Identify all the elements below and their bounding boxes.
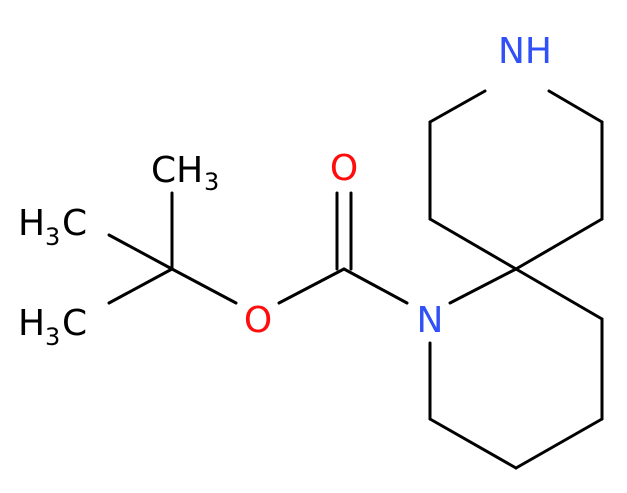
methyl-top-sub: 3 xyxy=(204,168,219,196)
bond-quat-c-methyl-left-lower xyxy=(107,267,174,305)
methyl-top-label: CH 3 xyxy=(151,150,219,196)
atom-labels: NH N O O CH 3 H 3 C H 3 C xyxy=(18,31,552,351)
atom-label-nh: NH xyxy=(498,31,552,72)
methyl-left-lower-tail: C xyxy=(62,303,87,344)
bond-spiro-c-lower-right xyxy=(514,267,604,321)
bond-carbonyl-c-o-ester xyxy=(277,267,346,305)
bond-spiro-c-left-lower xyxy=(428,217,518,271)
bond-c-bottom-c-left-bottom xyxy=(428,417,518,470)
bond-c-left-nh xyxy=(428,89,487,124)
methyl-left-lower-main: H xyxy=(18,303,45,344)
bond-n-carbonyl-c xyxy=(342,267,409,305)
bond-n-spiro xyxy=(448,267,518,305)
bond-o-ester-quat-c xyxy=(170,267,238,305)
methyl-top-main: CH xyxy=(151,150,203,191)
bond-c-right-bottom-c-bottom xyxy=(514,417,604,470)
methyl-left-upper-sub: 3 xyxy=(45,223,60,251)
methyl-left-upper-label: H 3 C xyxy=(18,203,87,251)
methyl-left-lower-label: H 3 C xyxy=(18,303,87,351)
bond-nh-c-right xyxy=(547,89,604,124)
methyl-left-upper-tail: C xyxy=(62,203,87,244)
atom-label-n-carbamate: N xyxy=(417,300,444,341)
atom-label-o-carbonyl: O xyxy=(330,148,358,189)
bond-quat-c-methyl-left-upper xyxy=(107,233,174,271)
bond-c-right-lower-spiro xyxy=(514,217,604,271)
atom-label-o-ester: O xyxy=(244,300,272,341)
methyl-left-upper-main: H xyxy=(18,203,45,244)
methyl-left-lower-sub: 3 xyxy=(45,323,60,351)
bonds xyxy=(107,89,604,470)
